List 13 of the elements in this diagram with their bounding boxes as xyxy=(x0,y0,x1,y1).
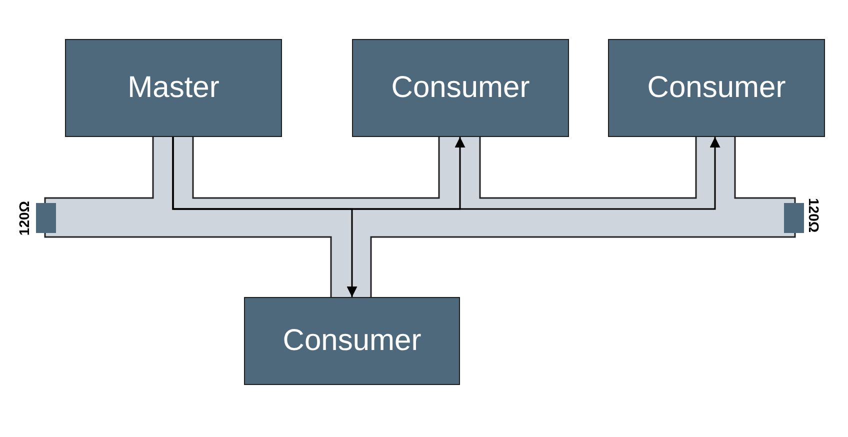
device-box xyxy=(608,39,825,137)
terminating-resistor xyxy=(36,203,56,233)
device-box xyxy=(65,39,282,137)
signal-arrow xyxy=(172,137,358,297)
resistance-label: 120Ω xyxy=(17,201,31,236)
device-label: Master xyxy=(128,70,220,106)
device-box xyxy=(244,297,460,385)
device-label: Consumer xyxy=(282,323,422,360)
device-label: Consumer xyxy=(647,70,786,106)
device-label: Consumer xyxy=(391,70,530,106)
resistance-label: 120Ω xyxy=(807,198,821,233)
device-box xyxy=(352,39,569,137)
terminating-resistor xyxy=(784,203,804,233)
